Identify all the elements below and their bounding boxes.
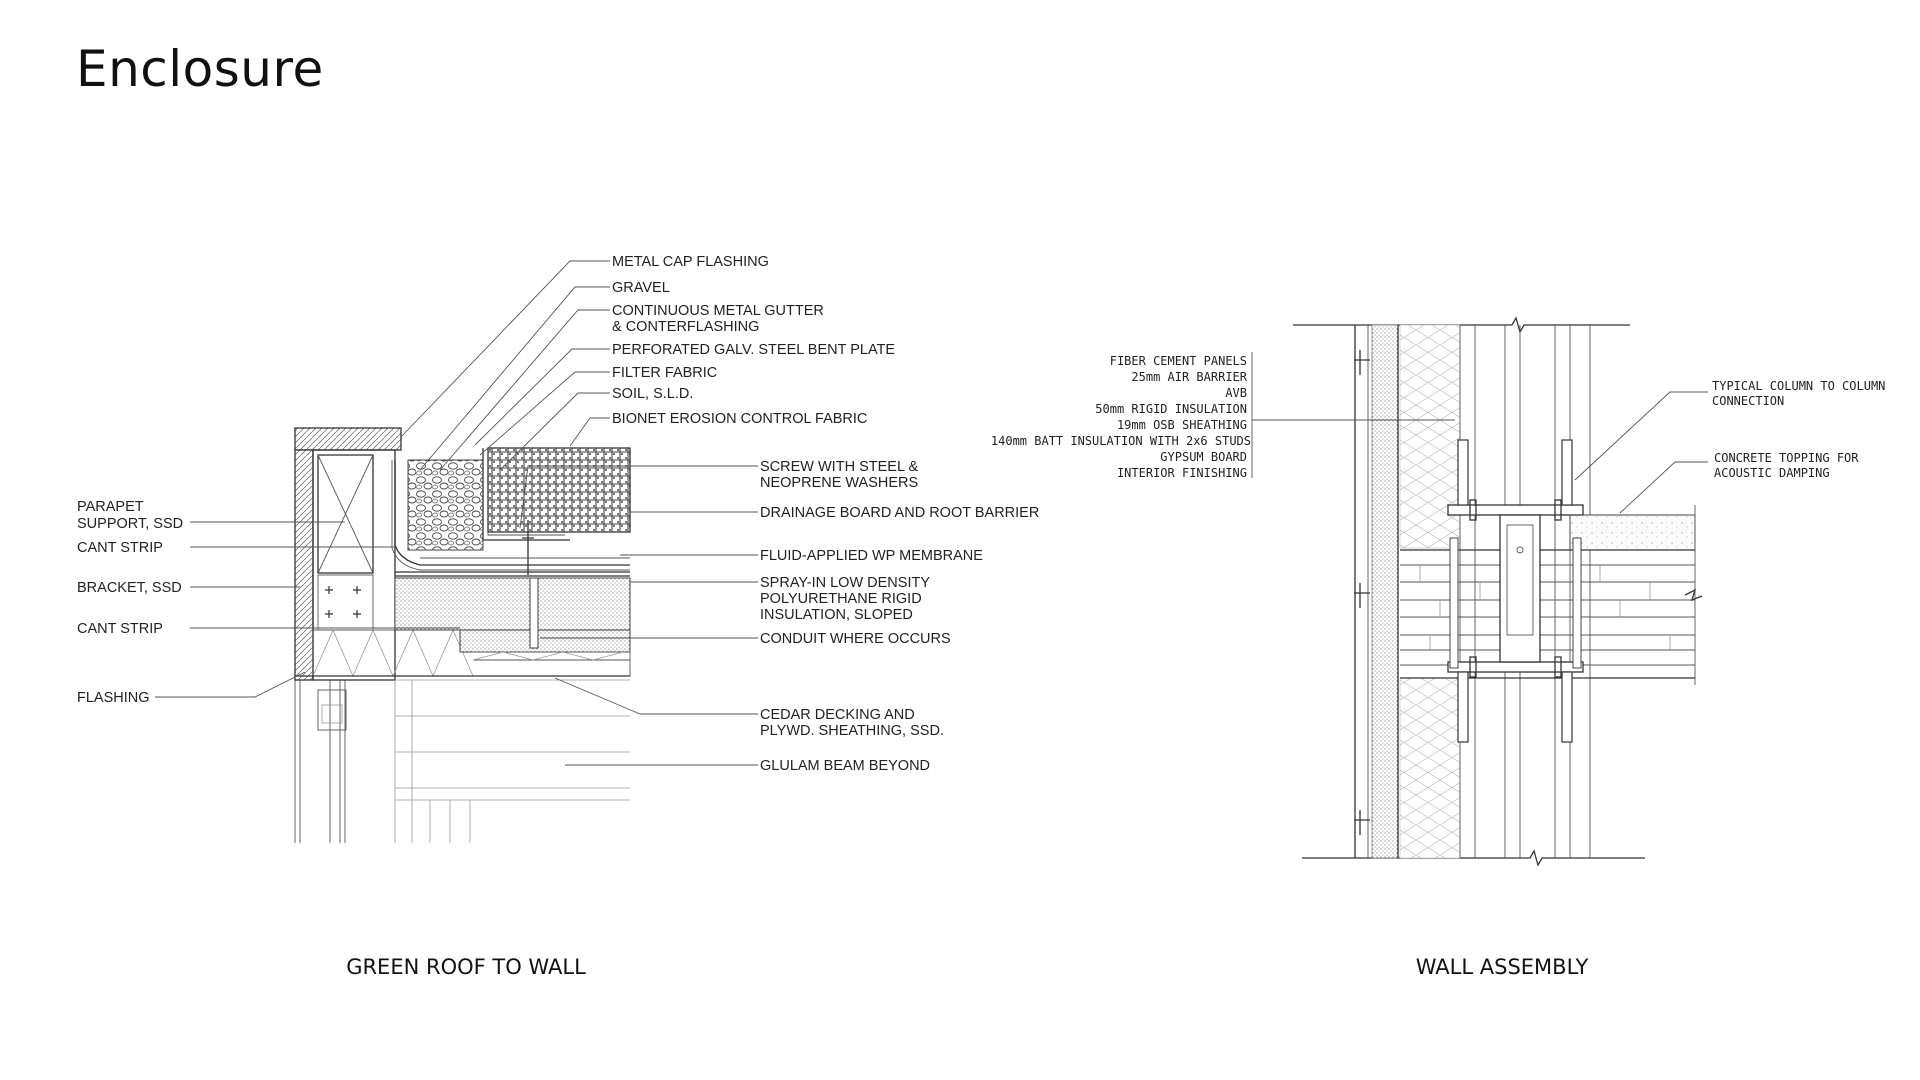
roof-label-wp-membrane: FLUID-APPLIED WP MEMBRANE [760,548,983,564]
wall-label-rigid-insulation: 50mm RIGID INSULATION [1095,402,1247,416]
roof-label-gravel: GRAVEL [612,280,670,296]
wall-label-gypsum-board: GYPSUM BOARD [1160,450,1247,464]
roof-label-insulation-line1: SPRAY-IN LOW DENSITY [760,575,930,591]
roof-label-filter-fabric: FILTER FABRIC [612,365,717,381]
roof-label-parapet-line2: SUPPORT, SSD [77,516,183,532]
roof-label-soil: SOIL, S.L.D. [612,386,693,402]
roof-label-parapet-line1: PARAPET [77,499,144,515]
roof-label-insulation-line2: POLYURETHANE RIGID [760,591,922,607]
wall-leader-lines [1251,352,1708,514]
roof-label-flashing: FLASHING [77,690,150,706]
roof-right-labels: SCREW WITH STEEL &NEOPRENE WASHERS DRAIN… [760,459,1039,774]
wall-label-column-connection-line1: TYPICAL COLUMN TO COLUMN [1712,379,1885,393]
roof-label-screw-line1: SCREW WITH STEEL & [760,459,918,475]
roof-label-cant-strip-2: CANT STRIP [77,621,163,637]
wall-label-concrete-topping-line2: ACOUSTIC DAMPING [1714,466,1830,480]
wall-label-column-connection-line2: CONNECTION [1712,394,1784,408]
roof-top-labels: METAL CAP FLASHING GRAVEL CONTINUOUS MET… [612,254,895,427]
svg-text:SCREW WITH STEEL &NEOPRENE WAS: SCREW WITH STEEL &NEOPRENE WASHERS [760,459,918,491]
roof-detail-graphic [294,427,631,843]
wall-label-concrete-topping-line1: CONCRETE TOPPING FOR [1714,451,1859,465]
wall-label-interior-finishing: INTERIOR FINISHING [1117,466,1247,480]
page-title: Enclosure [76,40,324,98]
roof-label-conduit: CONDUIT WHERE OCCURS [760,631,951,647]
roof-label-insulation-line3: INSULATION, SLOPED [760,607,913,623]
roof-label-bent-plate: PERFORATED GALV. STEEL BENT PLATE [612,342,895,358]
roof-detail-caption: GREEN ROOF TO WALL [346,955,586,979]
roof-label-screw-line2: NEOPRENE WASHERS [760,475,918,491]
svg-text:CONTINUOUS METAL GUTTER& CONTE: CONTINUOUS METAL GUTTER& CONTERFLASHING [612,303,824,335]
roof-label-gutter-line1: CONTINUOUS METAL GUTTER [612,303,824,319]
roof-label-cant-strip-1: CANT STRIP [77,540,163,556]
wall-label-osb-sheathing: 19mm OSB SHEATHING [1117,418,1247,432]
wall-detail-caption: WALL ASSEMBLY [1416,955,1589,979]
wall-label-air-barrier: 25mm AIR BARRIER [1131,370,1247,384]
wall-layer-labels: FIBER CEMENT PANELS 25mm AIR BARRIER AVB… [991,354,1251,480]
wall-label-avb: AVB [1225,386,1247,400]
wall-label-fiber-cement: FIBER CEMENT PANELS [1110,354,1247,368]
wall-label-batt-insulation: 140mm BATT INSULATION WITH 2x6 STUDS [991,434,1251,448]
wall-detail-graphic [1293,316,1703,867]
roof-label-drainage-board: DRAINAGE BOARD AND ROOT BARRIER [760,505,1039,521]
roof-label-decking-line1: CEDAR DECKING AND [760,707,915,723]
roof-label-glulam: GLULAM BEAM BEYOND [760,758,930,774]
roof-label-decking-line2: PLYWD. SHEATHING, SSD. [760,723,944,739]
roof-label-bionet: BIONET EROSION CONTROL FABRIC [612,411,867,427]
roof-label-metal-cap-flashing: METAL CAP FLASHING [612,254,769,270]
roof-leader-lines [155,260,758,766]
roof-label-bracket: BRACKET, SSD [77,580,182,596]
roof-label-gutter-line2: & CONTERFLASHING [612,319,759,335]
